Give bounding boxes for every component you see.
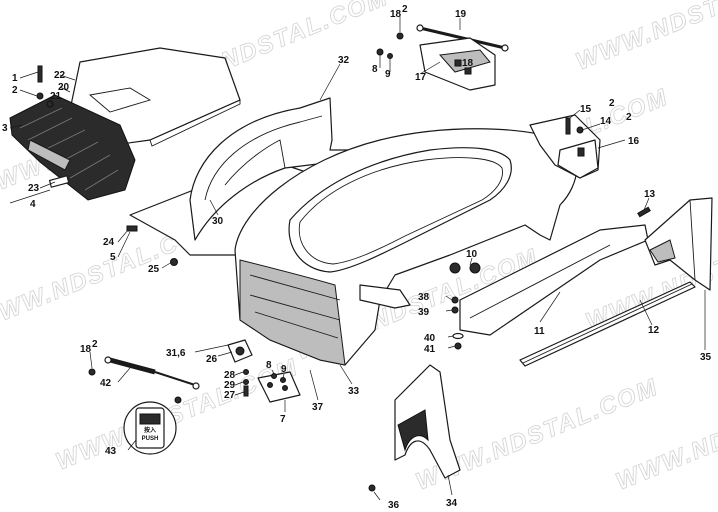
label-18-top: 18 (390, 9, 402, 20)
label-21: 21 (50, 91, 62, 102)
label-1: 1 (12, 73, 18, 84)
label-25: 25 (148, 264, 160, 275)
label-17: 17 (415, 72, 427, 83)
label-2-latch-a: 2 (609, 98, 615, 109)
label-4: 4 (30, 199, 36, 210)
label-31-6: 31,6 (166, 348, 186, 359)
label-42: 42 (100, 378, 112, 389)
label-40: 40 (424, 333, 436, 344)
label-2-lower: 2 (92, 339, 98, 350)
nut-28 (243, 369, 249, 375)
label-8-top: 8 (372, 64, 378, 75)
washer-9-top (387, 53, 393, 59)
part-arch-32 (189, 97, 356, 241)
label-37: 37 (312, 402, 324, 413)
part-bracket-34 (394, 364, 461, 479)
label-2: 2 (12, 85, 18, 96)
label-12: 12 (648, 325, 660, 336)
part-24 (126, 225, 138, 232)
label-3: 3 (2, 123, 8, 134)
label-8-lower: 8 (266, 360, 272, 371)
label-9-top: 9 (385, 69, 391, 80)
nut-8-top (376, 48, 384, 56)
part-strut-42 (104, 356, 200, 390)
label-10: 10 (466, 249, 478, 260)
label-22: 22 (54, 70, 66, 81)
sticker-text-cn: 按入 (144, 426, 156, 434)
label-14: 14 (600, 116, 612, 127)
washer-39 (451, 306, 459, 314)
label-20: 20 (58, 82, 70, 93)
label-24: 24 (103, 237, 115, 248)
part-hinge-17 (419, 37, 496, 91)
part-rear-body-33 (234, 128, 578, 366)
watermark-2: WWW.NDSTAL.COM (572, 0, 718, 76)
label-23: 23 (28, 183, 40, 194)
screw-36 (368, 484, 376, 492)
label-2-top: 2 (402, 4, 408, 15)
part-bracket-7 (257, 371, 301, 403)
washer-40 (452, 332, 464, 340)
label-15: 15 (580, 104, 592, 115)
knob-10a (449, 262, 461, 274)
label-28: 28 (224, 370, 236, 381)
label-5: 5 (110, 252, 116, 263)
label-43: 43 (105, 446, 117, 457)
label-18-lower: 18 (80, 344, 92, 355)
label-16: 16 (628, 136, 640, 147)
nut-18-lower (88, 368, 96, 376)
nut-41 (454, 342, 462, 350)
washer-9-lower (280, 377, 286, 383)
label-34: 34 (446, 498, 458, 509)
label-2-latch-b: 2 (626, 112, 632, 123)
part-bracket-35 (644, 197, 713, 291)
label-9-lower: 9 (281, 364, 287, 375)
label-30: 30 (212, 216, 224, 227)
nut-29 (243, 379, 249, 385)
label-19: 19 (455, 9, 467, 20)
label-27: 27 (224, 390, 236, 401)
nut-8-lower (271, 373, 277, 379)
part-23 (48, 175, 70, 188)
label-36: 36 (388, 500, 400, 511)
part-sticker-43: 按入 PUSH (123, 401, 177, 455)
part-mount-26 (227, 339, 253, 363)
sticker-text-en: PUSH (142, 436, 159, 442)
label-38: 38 (418, 292, 430, 303)
label-26: 26 (206, 354, 218, 365)
bolt-15 (565, 117, 571, 135)
label-35: 35 (700, 352, 712, 363)
part-13 (637, 206, 651, 218)
part-strut-19 (416, 24, 509, 52)
part-trim-12 (519, 281, 696, 367)
label-39: 39 (418, 307, 430, 318)
nut-38 (451, 296, 459, 304)
label-29: 29 (224, 380, 236, 391)
leader-lines (9, 15, 706, 501)
bolt-27 (243, 385, 249, 397)
knob-10b (469, 262, 481, 274)
label-33: 33 (348, 386, 360, 397)
label-41: 41 (424, 344, 436, 355)
nut-2 (36, 92, 44, 100)
bolt-1 (37, 65, 43, 83)
nut-18-top (396, 32, 404, 40)
part-labels: 1 2 22 20 21 3 23 4 24 5 25 30 32 18 2 1… (2, 4, 712, 511)
label-7: 7 (280, 414, 286, 425)
nut-18-lower-right (174, 396, 182, 404)
label-32: 32 (338, 55, 350, 66)
nut-25 (170, 258, 178, 266)
part-strip-11 (459, 224, 649, 336)
label-13: 13 (644, 189, 656, 200)
label-11: 11 (534, 326, 545, 337)
part-floor-mat-3 (9, 94, 136, 201)
label-18-hinge: 18 (462, 58, 474, 69)
